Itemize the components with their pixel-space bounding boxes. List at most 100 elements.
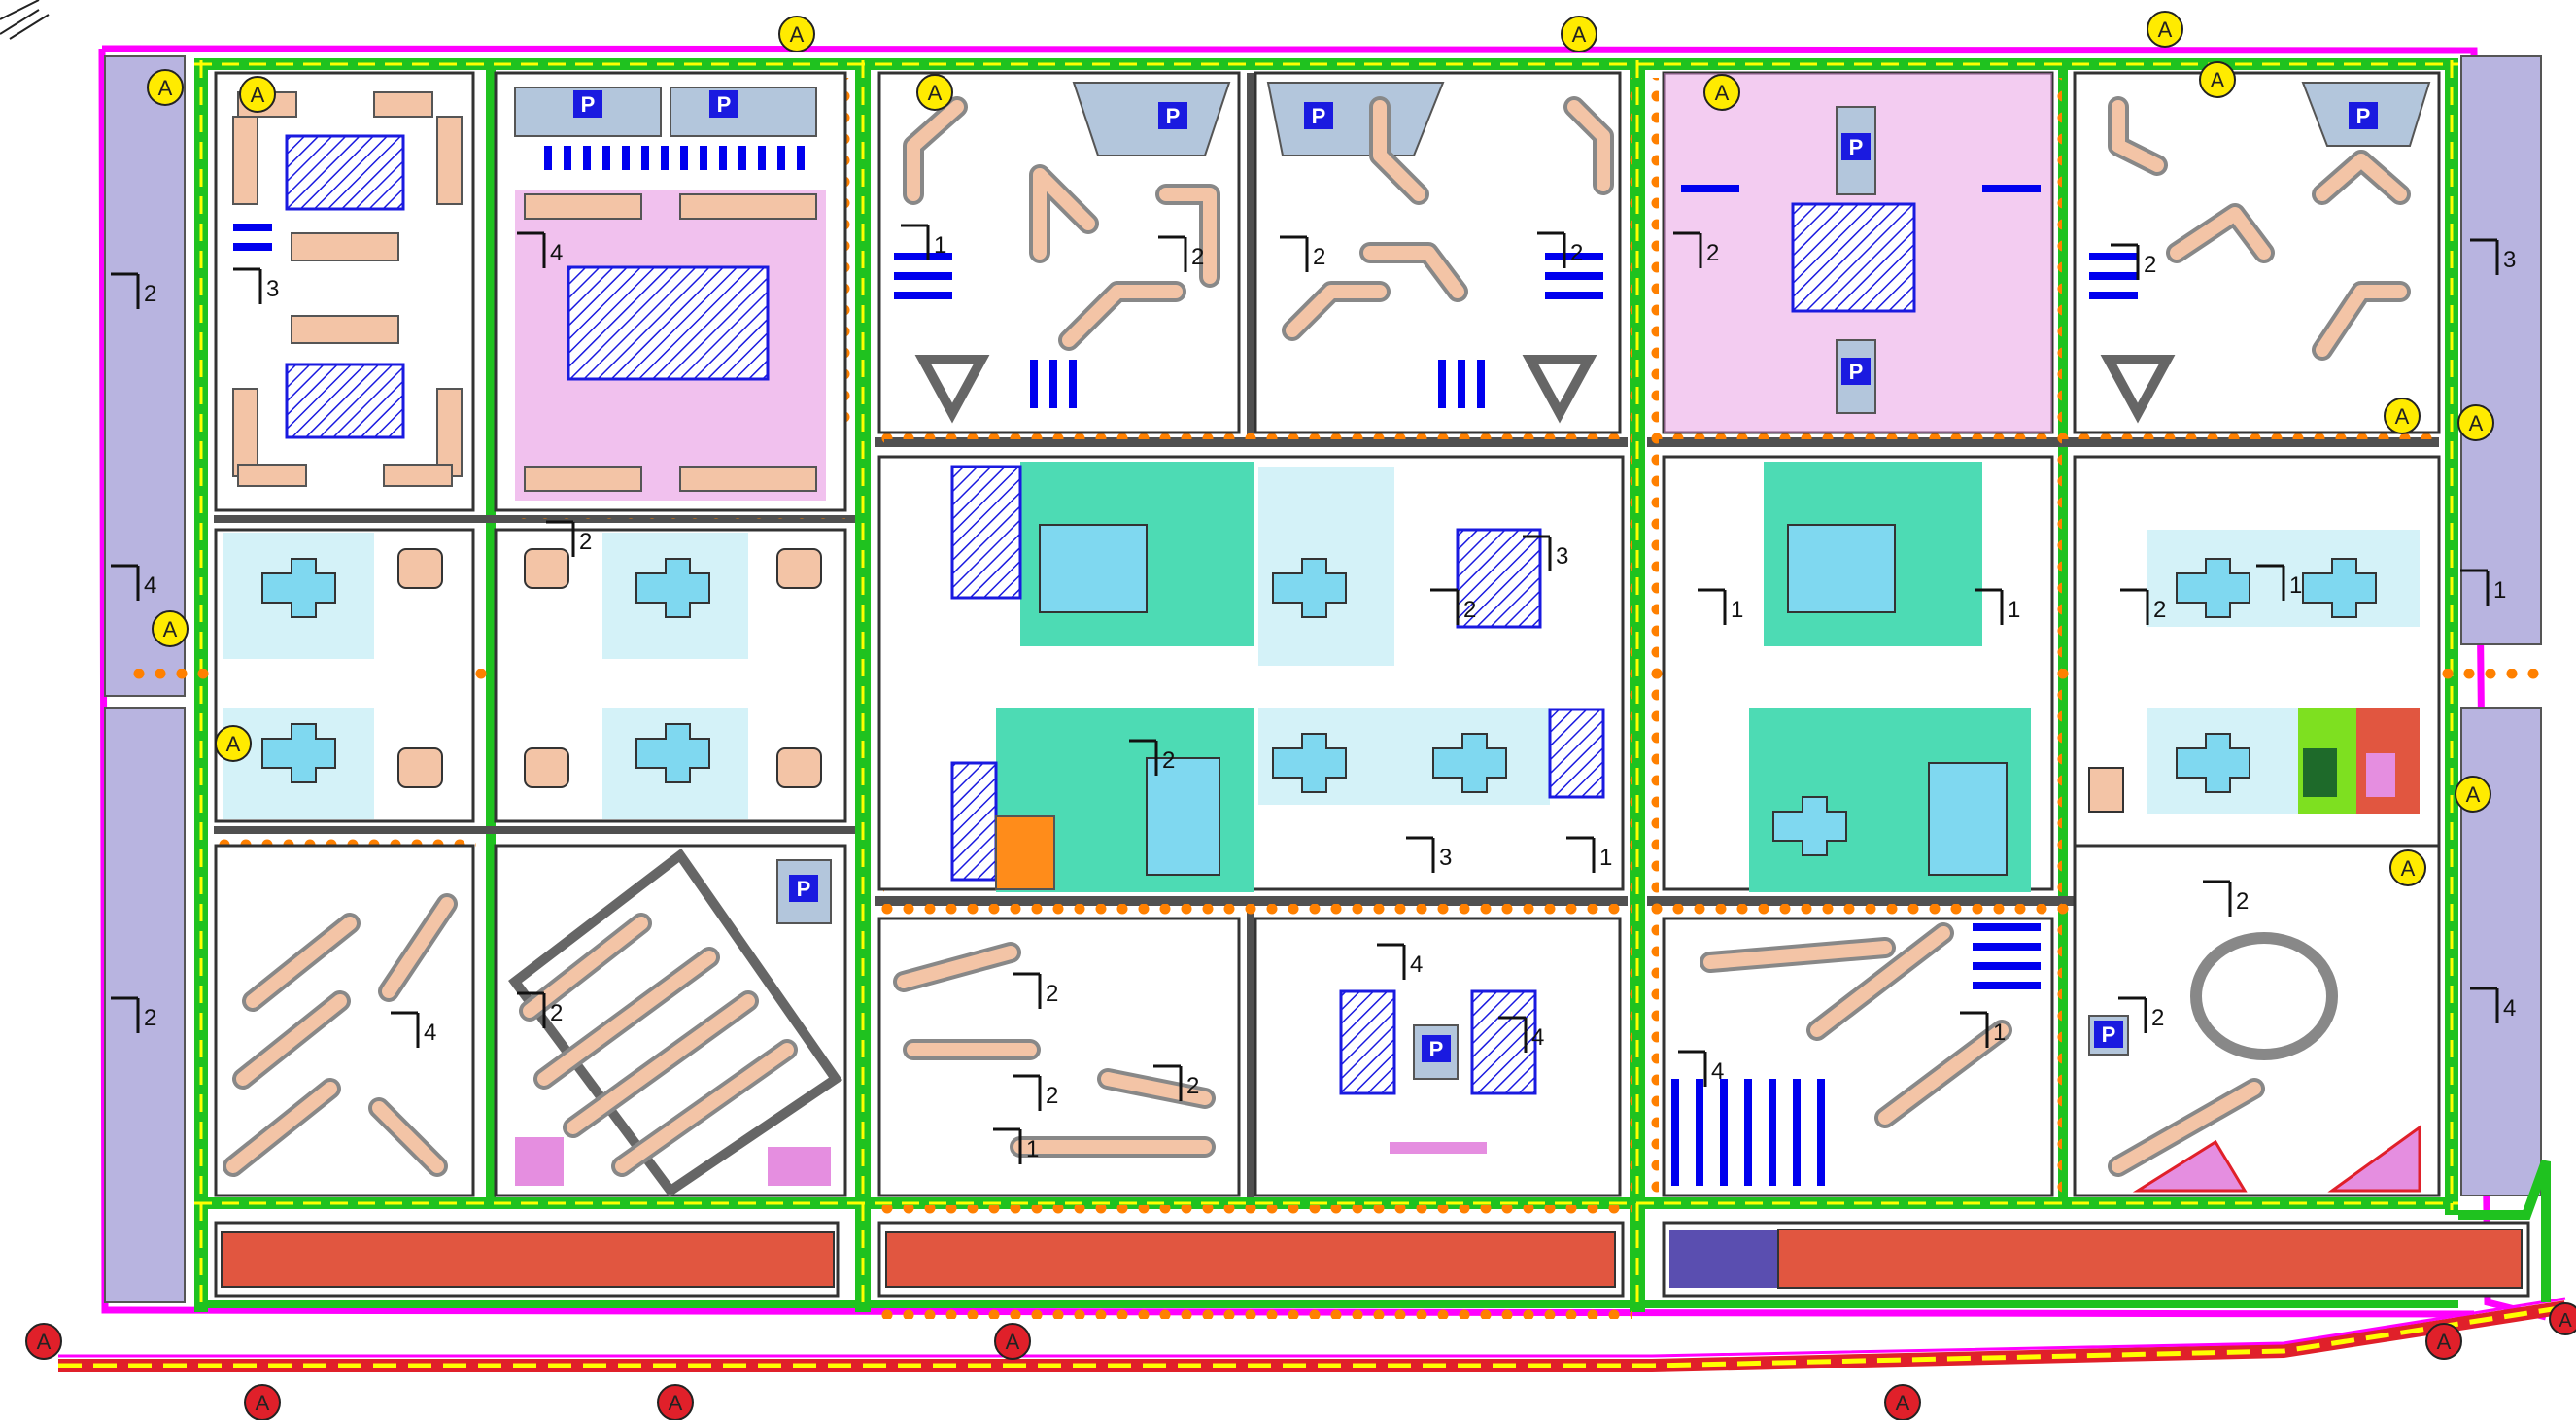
block-a xyxy=(214,71,475,512)
entry-marker: 2 xyxy=(1153,1064,1199,1101)
svg-text:A: A xyxy=(2211,68,2225,92)
parking-sign[interactable]: P xyxy=(573,90,602,118)
parking-sign[interactable]: P xyxy=(1158,102,1187,129)
entry-number: 2 xyxy=(550,1000,563,1026)
south-main-road xyxy=(58,1297,2567,1372)
entry-number: 2 xyxy=(2151,1005,2164,1031)
svg-text:P: P xyxy=(717,92,732,117)
entry-number: 1 xyxy=(2008,597,2020,623)
entry-marker: 2 xyxy=(1013,1074,1058,1111)
bus-stop-marker[interactable]: A xyxy=(1561,16,1597,52)
svg-text:P: P xyxy=(1429,1037,1444,1061)
bus-stop-marker-red[interactable]: A xyxy=(994,1323,1031,1360)
bus-stop-marker-red[interactable]: A xyxy=(657,1384,694,1420)
bus-stop-marker[interactable]: A xyxy=(2389,849,2426,886)
bus-stops-red[interactable]: A A A A A A A xyxy=(25,1302,2576,1420)
bus-stop-marker[interactable]: A xyxy=(2455,776,2491,813)
entry-marker: 2 xyxy=(546,520,592,557)
svg-text:P: P xyxy=(1849,360,1864,384)
bus-stop-marker-red[interactable]: A xyxy=(244,1384,281,1420)
parking-sign[interactable]: P xyxy=(789,875,818,902)
entry-marker: 4 xyxy=(2470,987,2516,1023)
school-buildings xyxy=(261,524,2377,876)
entry-number: 3 xyxy=(1556,543,1568,570)
block-k-parking xyxy=(1671,923,2041,1186)
parking-sign[interactable]: P xyxy=(1422,1035,1451,1062)
entry-number: 2 xyxy=(1706,240,1719,266)
svg-text:A: A xyxy=(1006,1330,1020,1354)
entry-marker: 4 xyxy=(1678,1050,1724,1087)
entry-number: 2 xyxy=(1191,244,1204,270)
entry-number: 4 xyxy=(144,572,156,599)
entry-marker: 2 xyxy=(2203,880,2249,917)
parking-sign[interactable]: P xyxy=(1304,102,1333,129)
bus-stop-marker[interactable]: A xyxy=(1703,74,1740,111)
svg-text:A: A xyxy=(2395,404,2410,429)
entry-marker: 2 xyxy=(1013,972,1058,1009)
bus-stop-marker-red[interactable]: A xyxy=(2425,1323,2462,1360)
bus-stop-marker[interactable]: A xyxy=(2384,398,2421,434)
entry-number: 3 xyxy=(266,276,279,302)
entry-number: 1 xyxy=(1599,845,1612,871)
commercial-strip xyxy=(214,1221,2530,1298)
svg-text:A: A xyxy=(37,1330,52,1354)
entry-number: 2 xyxy=(1046,981,1058,1007)
bus-stop-marker[interactable]: A xyxy=(2457,404,2494,441)
diagonal-rowhouses-fill xyxy=(226,897,2261,1173)
entry-marker: 4 xyxy=(111,564,156,601)
entry-marker: 3 xyxy=(233,267,279,304)
bus-stop-marker[interactable]: A xyxy=(2147,11,2183,48)
svg-text:P: P xyxy=(797,877,811,901)
svg-text:P: P xyxy=(2102,1022,2116,1047)
entry-marker: 4 xyxy=(1377,943,1423,980)
svg-text:A: A xyxy=(2401,856,2416,881)
east-strip-north xyxy=(2460,55,2542,645)
small-buildings xyxy=(397,548,2124,813)
bus-stop-marker[interactable]: A xyxy=(778,16,815,52)
entry-marker: 2 xyxy=(1430,588,1476,625)
bus-stop-marker-red[interactable]: A xyxy=(2549,1302,2576,1335)
bus-stop-marker-red[interactable]: A xyxy=(1884,1384,1921,1420)
north-arrow-icon xyxy=(0,0,50,40)
entry-number: 4 xyxy=(1531,1024,1544,1051)
svg-text:A: A xyxy=(251,83,265,107)
school-zone-center xyxy=(877,455,1625,892)
svg-text:A: A xyxy=(256,1391,270,1415)
bus-stops-yellow[interactable]: A A A A A A A A A A A A A A xyxy=(147,11,2494,886)
svg-text:A: A xyxy=(163,617,178,641)
bus-stop-marker[interactable]: A xyxy=(147,69,184,106)
entry-number: 2 xyxy=(579,529,592,555)
parking-sign[interactable]: P xyxy=(2094,1021,2123,1048)
parking-sign[interactable]: P xyxy=(1841,358,1871,385)
entry-marker: 4 xyxy=(1498,1016,1544,1053)
entry-number: 4 xyxy=(1410,952,1423,978)
svg-text:A: A xyxy=(1715,81,1730,105)
bus-stop-marker[interactable]: A xyxy=(152,610,189,647)
parking-sign[interactable]: P xyxy=(1841,133,1871,160)
entry-number: 1 xyxy=(1026,1136,1039,1162)
bus-stop-marker[interactable]: A xyxy=(239,76,276,113)
entry-number: 2 xyxy=(1463,597,1476,623)
block-b xyxy=(494,71,847,512)
entry-marker: 2 xyxy=(111,272,156,309)
entry-number: 2 xyxy=(144,1005,156,1031)
bus-stop-marker[interactable]: A xyxy=(916,74,953,111)
entry-number: 3 xyxy=(1439,845,1452,871)
svg-text:P: P xyxy=(1312,104,1326,128)
svg-text:A: A xyxy=(2469,411,2484,435)
svg-text:A: A xyxy=(2158,17,2173,42)
entry-marker: 2 xyxy=(1129,739,1175,776)
parking-sign[interactable]: P xyxy=(709,90,738,118)
parking-sign[interactable]: P xyxy=(2349,102,2378,129)
road-centerline-dashes xyxy=(194,60,2458,1310)
bus-stop-marker[interactable]: A xyxy=(215,725,252,762)
bus-stop-marker-red[interactable]: A xyxy=(25,1323,62,1360)
svg-text:A: A xyxy=(790,22,805,47)
entry-number: 2 xyxy=(2144,252,2156,278)
west-strip-south xyxy=(104,707,186,1303)
entry-number: 1 xyxy=(1993,1020,2006,1046)
entry-number: 2 xyxy=(1186,1073,1199,1099)
bus-stop-marker[interactable]: A xyxy=(2199,61,2236,98)
parking-signs[interactable]: P P P P P P P P P P xyxy=(573,90,2378,1062)
entry-marker: 2 xyxy=(1158,235,1204,272)
